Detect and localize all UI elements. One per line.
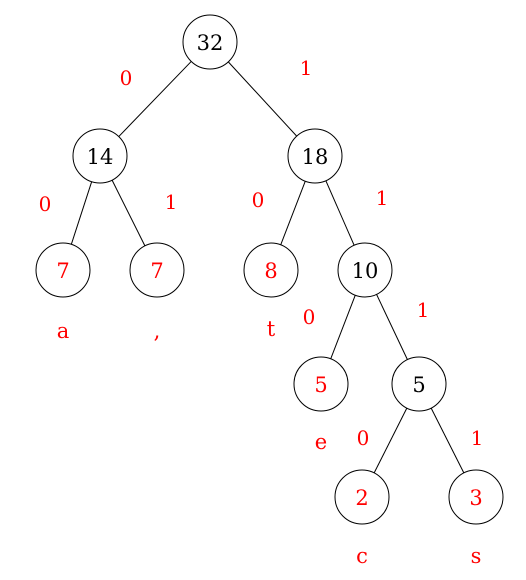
edge-n10-n5 — [376, 294, 408, 360]
edge-label-n32-n18: 1 — [300, 56, 313, 80]
edge-label-n5-nc: 0 — [357, 426, 370, 450]
node-circle — [72, 128, 128, 184]
edge-label-n32-n14: 0 — [120, 66, 133, 90]
node-circle — [243, 242, 299, 298]
edge-n10-ne — [330, 295, 356, 359]
edge-label-n5-ns: 1 — [471, 426, 484, 450]
node-circle — [293, 356, 349, 412]
node-value: 14 — [87, 145, 114, 169]
char-label-nt: t — [267, 317, 276, 341]
node-ne: 5 — [293, 356, 349, 412]
node-circle — [334, 469, 390, 525]
node-ncomma: 7 — [129, 242, 185, 298]
node-value: 2 — [355, 486, 368, 510]
node-circle — [448, 469, 504, 525]
node-value: 5 — [412, 373, 425, 397]
edge-label-n10-ne: 0 — [303, 305, 316, 329]
edge-n5-ns — [430, 407, 465, 474]
node-value: 10 — [352, 259, 379, 283]
edge-n14-ncomma — [111, 179, 146, 247]
node-circle — [129, 242, 185, 298]
node-n18: 18 — [287, 128, 343, 184]
node-na: 7 — [35, 242, 91, 298]
edge-n18-nt — [280, 181, 306, 245]
node-nc: 2 — [334, 469, 390, 525]
node-value: 18 — [302, 145, 329, 169]
node-circle — [337, 242, 393, 298]
char-label-na: a — [57, 319, 70, 343]
edge-n32-n18 — [227, 61, 298, 137]
node-n5: 5 — [391, 356, 447, 412]
edge-label-n14-na: 0 — [39, 192, 52, 216]
node-circle — [182, 14, 238, 70]
edge-label-n10-n5: 1 — [417, 298, 430, 322]
edges-layer — [70, 61, 465, 474]
edge-n5-nc — [373, 407, 408, 474]
edge-n14-na — [70, 181, 93, 245]
node-value: 32 — [197, 31, 224, 55]
edge-label-n18-n10: 1 — [376, 186, 389, 210]
node-circle — [287, 128, 343, 184]
node-circle — [391, 356, 447, 412]
node-n32: 32 — [182, 14, 238, 70]
node-ns: 3 — [448, 469, 504, 525]
node-n14: 14 — [72, 128, 128, 184]
node-nt: 8 — [243, 242, 299, 298]
node-value: 5 — [314, 373, 327, 397]
char-labels-layer: a, t e c s — [57, 317, 482, 568]
edge-label-n18-nt: 0 — [252, 188, 265, 212]
node-value: 8 — [264, 259, 277, 283]
edge-n18-n10 — [325, 180, 355, 246]
edge-label-n14-ncomma: 1 — [165, 190, 178, 214]
char-label-ncomma: , — [154, 319, 161, 343]
node-value: 7 — [150, 259, 163, 283]
char-label-nc: c — [356, 544, 368, 568]
edge-n32-n14 — [118, 61, 192, 137]
node-value: 7 — [56, 259, 69, 283]
node-value: 3 — [469, 486, 482, 510]
char-label-ne: e — [315, 430, 327, 454]
char-label-ns: s — [471, 544, 482, 568]
node-n10: 10 — [337, 242, 393, 298]
node-circle — [35, 242, 91, 298]
